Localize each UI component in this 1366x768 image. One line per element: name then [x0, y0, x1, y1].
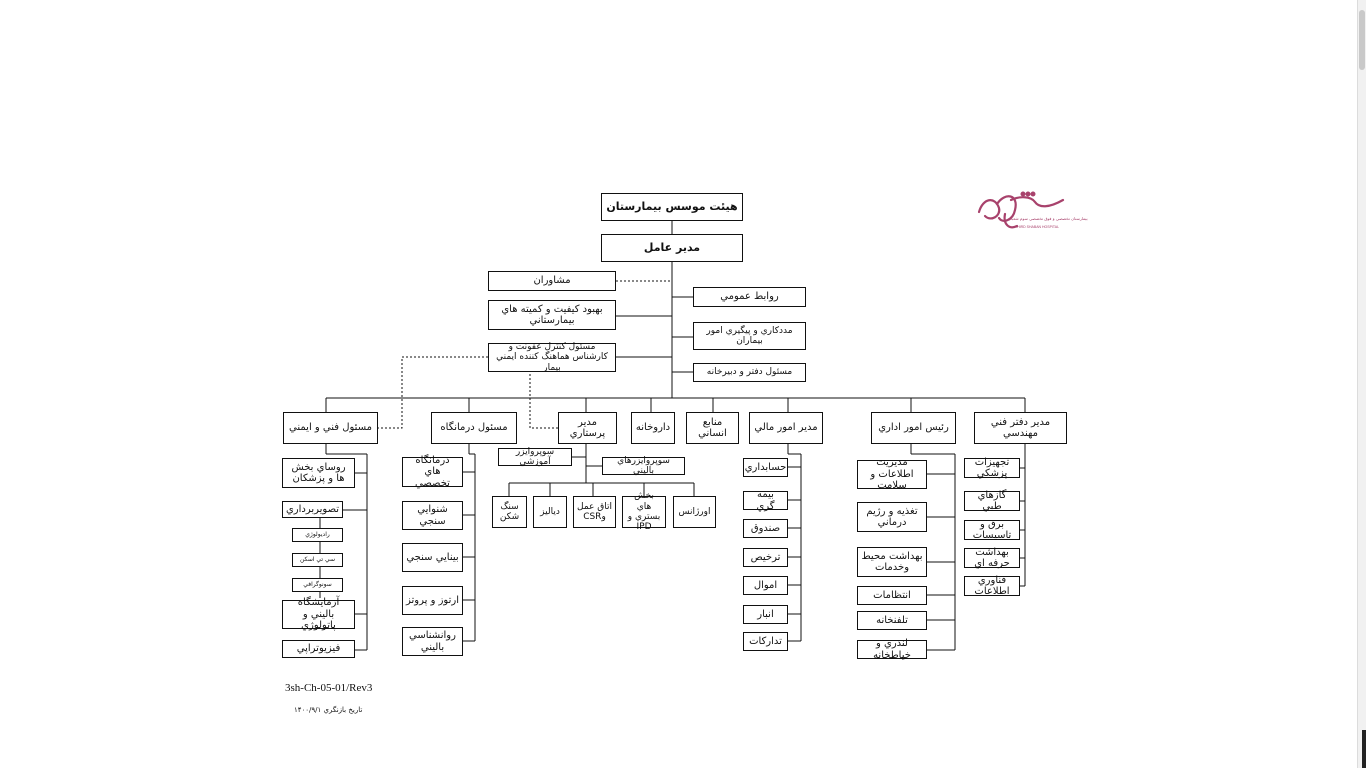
dept-clinic-box: مسئول درمانگاه: [431, 412, 517, 444]
safety-item-box: آزمايشگاه باليني و پاتولوژي: [282, 597, 355, 631]
advisors-box: مشاوران: [488, 271, 616, 291]
dept-engineering-box: مدير دفتر فني مهندسي: [974, 412, 1067, 444]
admin-item-box: مديريت اطلاعات و سلامت: [857, 457, 927, 491]
nursing-item-box: اتاق عمل وCSR: [573, 496, 616, 528]
nursing-item-box: سنگ شكن: [492, 496, 527, 528]
clinic-item-box: روانشناسي باليني: [402, 627, 463, 656]
review-date: تاريخ بازنگري ۱۴۰۰/۹/۱: [294, 706, 363, 714]
scrollbar-thumb[interactable]: [1359, 10, 1365, 70]
finance-item-box: بيمه گري: [743, 489, 788, 512]
document-code: 3sh-Ch-05-01/Rev3: [285, 682, 373, 694]
nursing-item-box: دياليز: [533, 496, 567, 528]
office-box: مسئول دفتر و دبيرخانه: [693, 363, 806, 382]
board-of-founders-box: هيئت موسس بيمارستان: [601, 193, 743, 221]
nursing-clinical-box: سوپروايزرهاي باليني: [602, 456, 685, 476]
safety-item-box: تصويربرداري: [282, 501, 343, 518]
dept-admin-box: رئيس امور اداري: [871, 412, 956, 444]
clinic-item-box: شنوايي سنجي: [402, 501, 463, 530]
quality-box: بهبود كيفيت و كميته هاي بيمارستاني: [488, 300, 616, 330]
dept-nursing-box: مدير پرستاري: [558, 412, 617, 444]
admin-item-box: تغذيه و رژيم درماني: [857, 502, 927, 532]
finance-item-box: ترخيص: [743, 548, 788, 567]
dept-finance-box: مدير امور مالي: [749, 412, 823, 444]
patient-affairs-box: مددكاري و پيگيري امور بيماران: [693, 322, 806, 350]
eng-item-box: تجهيزات پزشكي: [964, 457, 1020, 479]
finance-item-box: اموال: [743, 576, 788, 595]
nursing-education-box: سوپروايزر آموزشي: [498, 447, 572, 467]
safety-subitem-box: راديولوژي: [292, 528, 343, 542]
eng-item-box: گازهاي طبي: [964, 490, 1020, 512]
clinic-item-box: بينايي سنجي: [402, 543, 463, 572]
admin-item-box: تلفنخانه: [857, 611, 927, 630]
dept-hr-box: منابع انساني: [686, 412, 739, 444]
clinic-item-box: درمانگاه هاي تخصصي: [402, 455, 463, 489]
nursing-item-box: اورژانس: [673, 496, 716, 528]
safety-item-box: روساي بخش ها و پزشكان: [282, 458, 355, 488]
dept-safety-box: مسئول فني و ايمني: [283, 412, 378, 444]
dept-pharmacy-box: داروخانه: [631, 412, 675, 444]
admin-item-box: لندري و خياطخانه: [857, 638, 927, 661]
finance-item-box: تداركات: [743, 632, 788, 651]
scrollbar-edge: [1362, 730, 1366, 768]
safety-subitem-box: سي تي اسكن: [292, 553, 343, 567]
clinic-item-box: ارتوز و پروتز: [402, 586, 463, 615]
vertical-scrollbar[interactable]: [1357, 0, 1366, 768]
public-relations-box: روابط عمومي: [693, 287, 806, 307]
logo-text-en: THIRD SHABAN HOSPITAL: [1015, 225, 1060, 229]
finance-item-box: حسابداري: [743, 458, 788, 477]
admin-item-box: انتظامات: [857, 586, 927, 605]
infection-control-box: مسئول كنترل عفونت و كارشناس هماهنگ كننده…: [488, 342, 616, 373]
ceo-box: مدير عامل: [601, 234, 743, 262]
eng-item-box: برق و تاسيسات: [964, 519, 1020, 541]
logo-text-fa: بيمارستان تخصصي و فوق تخصصي سوم شعبان: [1008, 216, 1088, 221]
safety-subitem-box: سونوگرافي: [292, 578, 343, 592]
logo-icon: [977, 191, 1065, 229]
eng-item-box: فناوري اطلاعات: [964, 575, 1020, 597]
safety-item-box: فيزيوتراپي: [282, 640, 355, 658]
admin-item-box: بهداشت محيط وخدمات: [857, 547, 927, 577]
nursing-item-box: بخش هاي بستري و IPD: [622, 491, 666, 532]
eng-item-box: بهداشت حرفه اي: [964, 547, 1020, 569]
finance-item-box: صندوق: [743, 519, 788, 538]
finance-item-box: انبار: [743, 605, 788, 624]
